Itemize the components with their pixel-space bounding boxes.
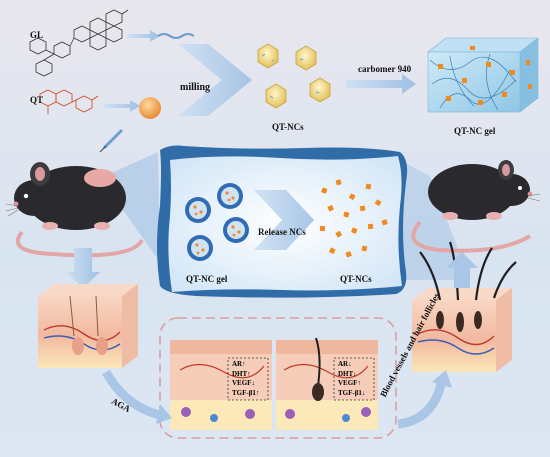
- curve-arrow-left: [102, 369, 166, 421]
- healthy-mouse-right: [411, 160, 541, 253]
- carbomer-arrow: [346, 74, 416, 94]
- marker-item: DHT↑: [232, 369, 251, 378]
- syringe-icon: [99, 128, 124, 153]
- marker-item: VEGF↑: [338, 379, 361, 387]
- gel-capsules: [185, 183, 249, 261]
- milling-arrow: [178, 44, 252, 116]
- up-arrow-right: [446, 252, 478, 288]
- qt-nc-gel-label-top: QT-NC gel: [454, 126, 496, 136]
- gl-molecule-structure: [29, 9, 129, 77]
- marker-item: VEGF↓: [232, 379, 255, 387]
- curve-arrow-left-head: [156, 404, 172, 424]
- carbomer-label: carbomer 940: [358, 64, 412, 74]
- qt-ncs-crystals-top: [257, 43, 331, 109]
- released-nanocrystals: [319, 179, 388, 258]
- release-ncs-label: Release NCs: [258, 227, 306, 237]
- qt-particle: [139, 97, 161, 119]
- molecule-arrow-top: [127, 30, 160, 42]
- marker-item: AR↓: [338, 360, 352, 368]
- capsule: [217, 183, 243, 209]
- molecule-arrow-bottom: [104, 100, 140, 112]
- markers-right-list: AR↓ DHT↓ VEGF↑ TGF-β1↓: [338, 360, 365, 398]
- skin-block-regrowth: [412, 241, 517, 372]
- gl-wave: [157, 33, 195, 39]
- gl-label: GL: [30, 30, 44, 40]
- mechanism-container: [159, 317, 397, 439]
- marker-item: TGF-β1↑: [232, 388, 260, 397]
- skin-block-aga: [38, 284, 138, 368]
- qt-nc-gel-label-mid: QT-NC gel: [186, 274, 228, 284]
- down-arrow-left: [66, 248, 100, 288]
- curve-arrow-right-head: [432, 370, 452, 388]
- milling-label: milling: [180, 82, 211, 93]
- qt-nc-gel-cube: [427, 37, 539, 113]
- qt-ncs-label-mid: QT-NCs: [340, 274, 372, 284]
- qt-molecule-structure: [39, 89, 99, 114]
- marker-item: TGF-β1↓: [338, 388, 366, 397]
- capsule: [187, 235, 213, 261]
- marker-item: DHT↓: [338, 369, 357, 378]
- release-arrow: [254, 190, 314, 250]
- qt-label: QT: [30, 95, 44, 105]
- markers-left-list: AR↑ DHT↑ VEGF↓ TGF-β1↑: [232, 360, 259, 398]
- capsule: [223, 217, 249, 243]
- treated-mouse-left: [5, 162, 144, 258]
- qt-ncs-label-top: QT-NCs: [272, 122, 304, 132]
- inner-panel-aga: [170, 340, 272, 430]
- curve-arrow-right: [397, 378, 447, 429]
- capsule: [185, 197, 211, 223]
- inner-panel-treated: [276, 337, 378, 430]
- marker-item: AR↑: [232, 360, 246, 368]
